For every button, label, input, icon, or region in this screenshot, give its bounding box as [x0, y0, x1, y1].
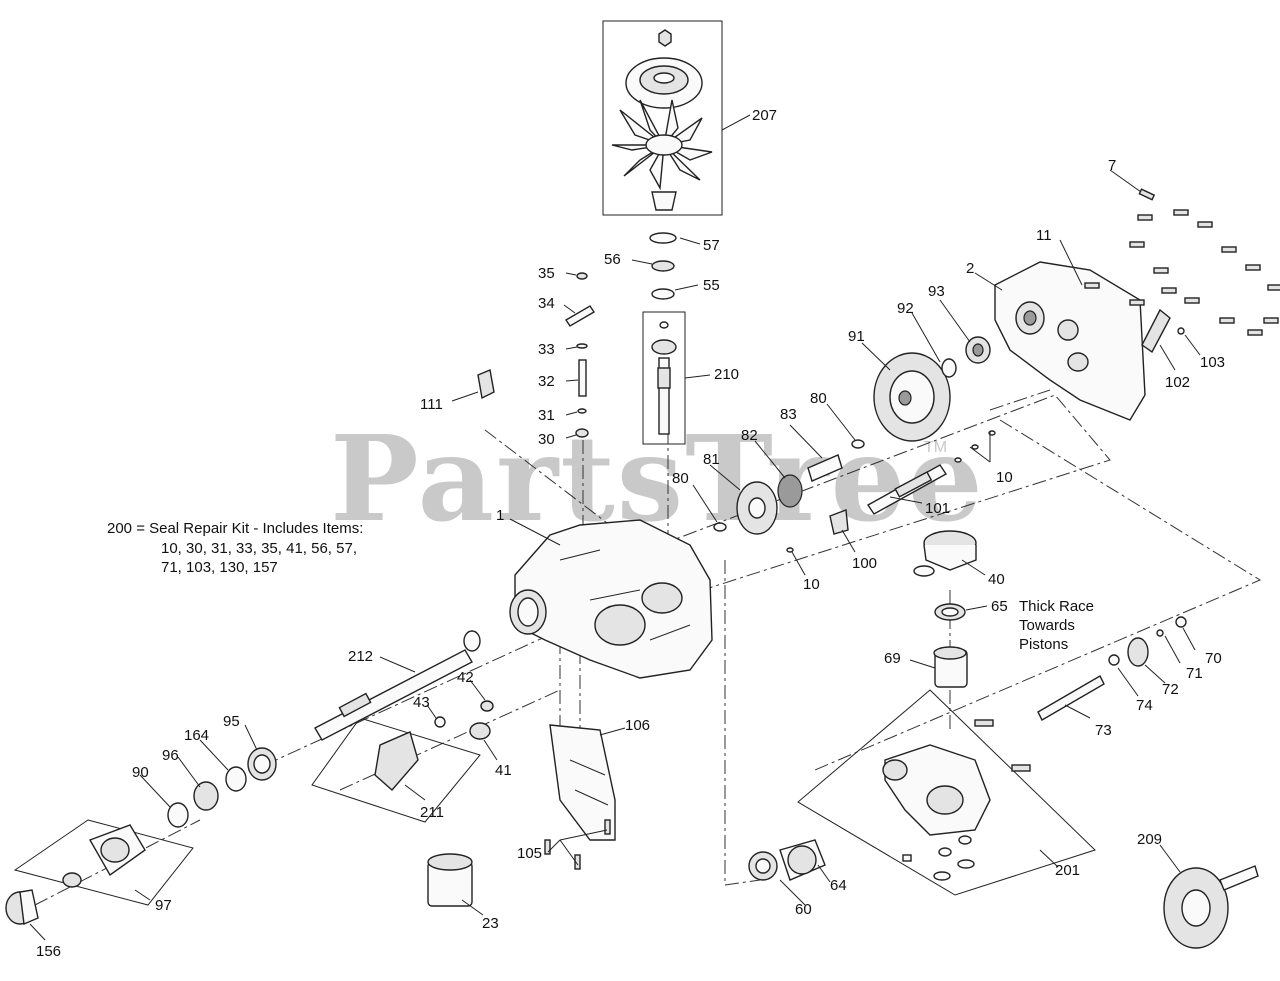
box-207	[602, 20, 723, 216]
callout-69: 69	[884, 650, 901, 667]
callout-64: 64	[830, 877, 847, 894]
axle-212	[314, 630, 494, 741]
callout-70: 70	[1205, 650, 1222, 667]
leader-lines	[29, 114, 1201, 941]
shaft-assembly-210	[649, 232, 677, 435]
callout-10b: 10	[803, 576, 820, 593]
callout-156: 156	[36, 943, 61, 960]
callout-43: 43	[413, 694, 430, 711]
callout-211: 211	[420, 804, 444, 821]
callout-93: 93	[928, 283, 945, 300]
callout-106: 106	[625, 717, 650, 734]
seal-kit-note-line1: 200 = Seal Repair Kit - Includes Items:	[107, 520, 363, 537]
callout-72: 72	[1162, 681, 1179, 698]
callout-103: 103	[1200, 354, 1225, 371]
filter-23	[427, 853, 473, 907]
seal-kit-note-line3: 71, 103, 130, 157	[161, 559, 278, 576]
callout-labels: 207 57 56 55 210 35 34 33 32 31 30 111 1…	[36, 107, 1225, 960]
callout-201: 201	[1055, 862, 1080, 879]
callout-102: 102	[1165, 374, 1190, 391]
shaft-stack-30-35	[565, 272, 595, 438]
annotation-thick-race: Thick Race Towards Pistons	[1019, 598, 1094, 653]
callout-30: 30	[538, 431, 555, 448]
callout-40: 40	[988, 571, 1005, 588]
callout-55: 55	[703, 277, 720, 294]
callout-2: 2	[966, 260, 974, 277]
cover-plate-2	[994, 188, 1280, 421]
bolt-set-7	[1084, 188, 1280, 336]
callout-41: 41	[495, 762, 512, 779]
callout-92: 92	[897, 300, 914, 317]
callout-23: 23	[482, 915, 499, 932]
callout-81: 81	[703, 451, 720, 468]
callout-35: 35	[538, 265, 555, 282]
center-section-201	[882, 719, 1031, 881]
bracket-211	[374, 731, 419, 791]
callout-57: 57	[703, 237, 720, 254]
callout-83: 83	[780, 406, 797, 423]
callout-80b: 80	[672, 470, 689, 487]
callout-56: 56	[604, 251, 621, 268]
callout-60: 60	[795, 901, 812, 918]
callout-32: 32	[538, 373, 555, 390]
wheel-hub-209	[1163, 865, 1259, 949]
callout-105: 105	[517, 845, 542, 862]
motor-parts-60-64	[748, 839, 826, 881]
assembly-boxes	[13, 20, 1096, 906]
gear-train	[713, 336, 991, 535]
callout-34: 34	[538, 295, 555, 312]
callout-74: 74	[1136, 697, 1153, 714]
watermark: PartsTree	[330, 409, 985, 548]
callout-91: 91	[848, 328, 865, 345]
callout-7: 7	[1108, 157, 1116, 174]
watermark-trademark: TM	[924, 439, 947, 456]
callout-71: 71	[1186, 665, 1203, 682]
callout-212: 212	[348, 648, 373, 665]
callout-111: 111	[420, 396, 443, 413]
box-211	[311, 717, 481, 823]
fitting-111	[477, 369, 495, 400]
seal-kit-note: 200 = Seal Repair Kit - Includes Items: …	[107, 520, 363, 576]
callout-42: 42	[457, 669, 474, 686]
callout-11: 11	[1036, 227, 1052, 244]
callout-210: 210	[714, 366, 739, 383]
bearing-stack	[167, 747, 277, 828]
callout-164: 164	[184, 727, 209, 744]
callout-90: 90	[132, 764, 149, 781]
callout-96: 96	[162, 747, 179, 764]
callout-100: 100	[852, 555, 877, 572]
hub-97	[62, 824, 146, 888]
callout-33: 33	[538, 341, 555, 358]
callout-80a: 80	[810, 390, 827, 407]
callout-207: 207	[752, 107, 777, 124]
callout-31: 31	[538, 407, 555, 424]
svg-text:Thick Race: Thick Race	[1019, 598, 1094, 615]
output-shaft-101	[786, 430, 996, 553]
pulley-fan-assembly-207	[611, 29, 713, 211]
guard-106	[544, 724, 616, 870]
svg-text:Pistons: Pistons	[1019, 636, 1068, 653]
pump-assembly	[913, 530, 1187, 721]
svg-text:Towards: Towards	[1019, 617, 1075, 634]
cap-156	[5, 889, 39, 926]
callout-97: 97	[155, 897, 172, 914]
callout-10a: 10	[996, 469, 1013, 486]
callout-209: 209	[1137, 831, 1162, 848]
main-housing-1	[509, 519, 713, 679]
callout-101: 101	[925, 500, 950, 517]
box-201	[797, 689, 1096, 896]
seal-kit-note-line2: 10, 30, 31, 33, 35, 41, 56, 57,	[161, 540, 357, 557]
callout-65: 65	[991, 598, 1008, 615]
callout-82: 82	[741, 427, 758, 444]
callout-1: 1	[496, 507, 504, 524]
callout-95: 95	[223, 713, 240, 730]
box-97	[13, 819, 194, 906]
callout-73: 73	[1095, 722, 1112, 739]
